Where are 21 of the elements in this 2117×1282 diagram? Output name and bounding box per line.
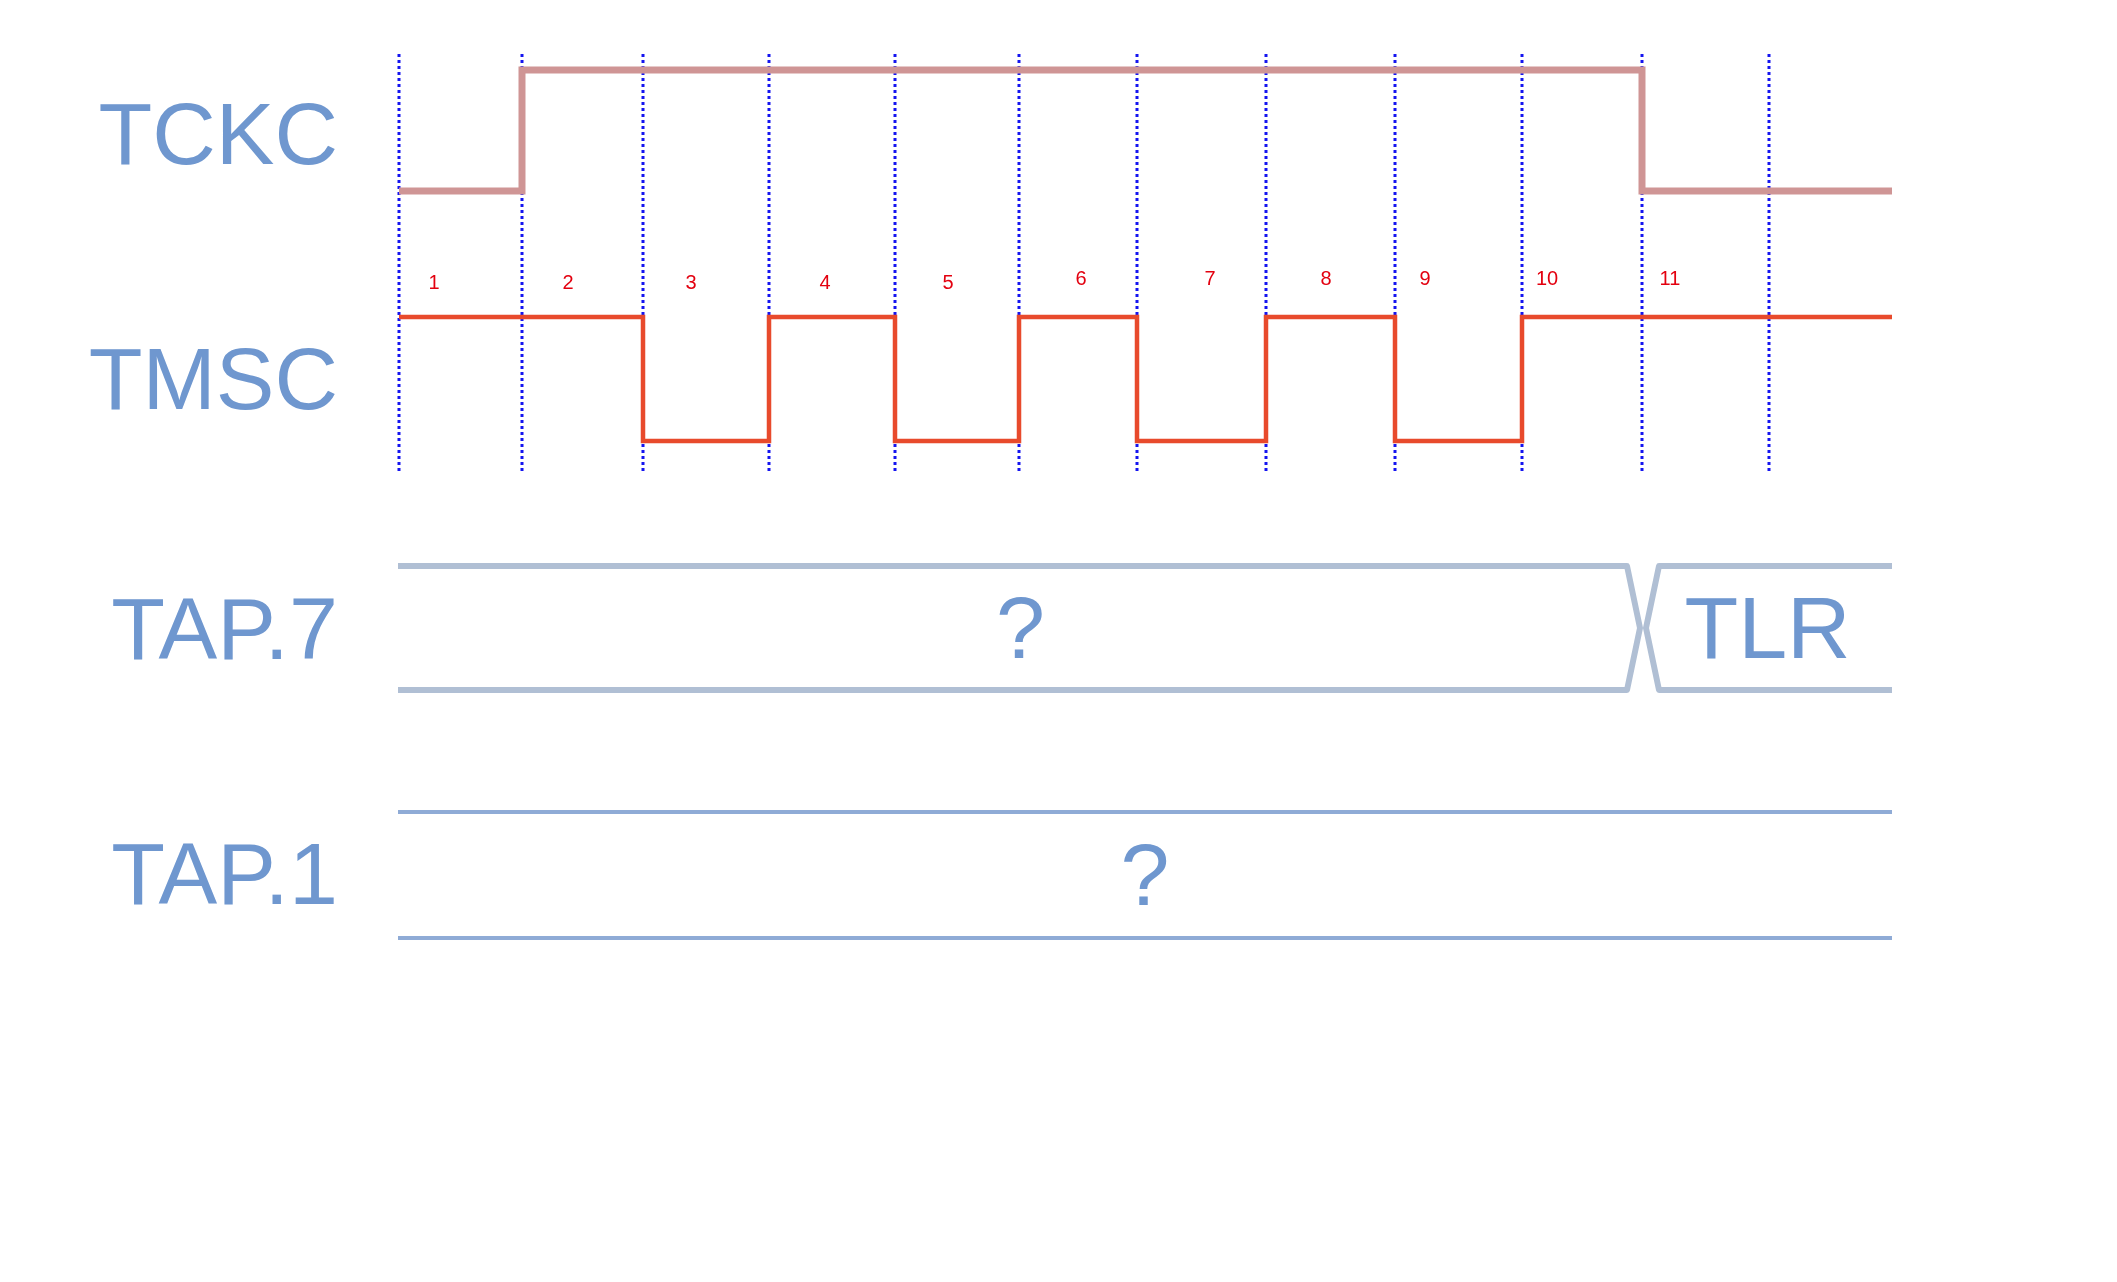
- bus-value: ?: [1120, 831, 1170, 919]
- cycle-number: 8: [1320, 267, 1332, 289]
- cycle-number: 9: [1419, 267, 1431, 289]
- bus-segment: [1643, 563, 1892, 693]
- cycle-number: 6: [1075, 267, 1087, 289]
- cycle-number: 2: [562, 271, 574, 293]
- signal-name: TAP.1: [111, 830, 338, 918]
- cycle-number: 4: [819, 271, 831, 293]
- cycle-number: 1: [428, 271, 440, 293]
- signal-name: TMSC: [88, 335, 338, 423]
- signal-name: TAP.7: [111, 585, 338, 673]
- cycle-number: 7: [1204, 267, 1216, 289]
- cycle-number: 11: [1659, 267, 1681, 289]
- cycle-number: 3: [685, 271, 697, 293]
- bus-value: ?: [996, 584, 1045, 672]
- bus-segment: [398, 810, 1892, 940]
- bus-value: TLR: [1684, 584, 1851, 672]
- cycle-number: 10: [1535, 267, 1559, 289]
- cycle-number: 5: [942, 271, 954, 293]
- signal-name: TCKC: [98, 90, 338, 178]
- bus-segment: [398, 563, 1643, 693]
